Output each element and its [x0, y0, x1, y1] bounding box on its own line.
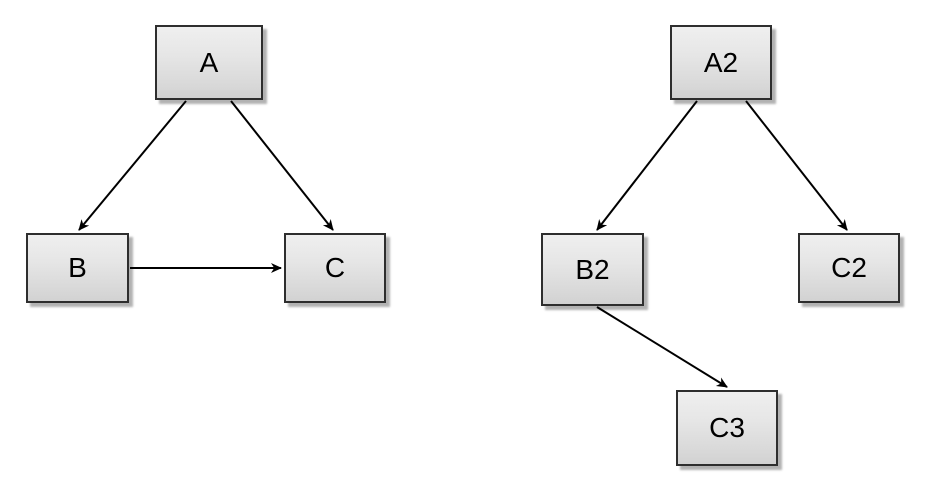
node-c3[interactable]: C3 [676, 390, 778, 466]
node-c[interactable]: C [284, 233, 386, 303]
node-label-b2: B2 [575, 253, 610, 285]
node-label-c3: C3 [709, 412, 745, 443]
edge-a-to-b[interactable] [78, 100, 187, 231]
node-label-c2: C2 [831, 252, 867, 283]
node-a[interactable]: A [155, 25, 263, 100]
node-c2[interactable]: C2 [798, 233, 900, 303]
node-a2[interactable]: A2 [670, 25, 772, 100]
edge-a-to-c[interactable] [230, 100, 334, 231]
node-label-b: B [68, 252, 87, 283]
edge-a2-to-c2[interactable] [745, 100, 848, 231]
edge-b2-to-c3[interactable] [596, 306, 728, 388]
node-label-c: C [324, 252, 346, 283]
node-b[interactable]: B [26, 233, 129, 303]
node-b2[interactable]: B2 [541, 233, 644, 306]
node-label-a: A [199, 46, 219, 78]
edge-a2-to-b2[interactable] [596, 100, 698, 231]
node-label-a2: A2 [703, 46, 739, 78]
